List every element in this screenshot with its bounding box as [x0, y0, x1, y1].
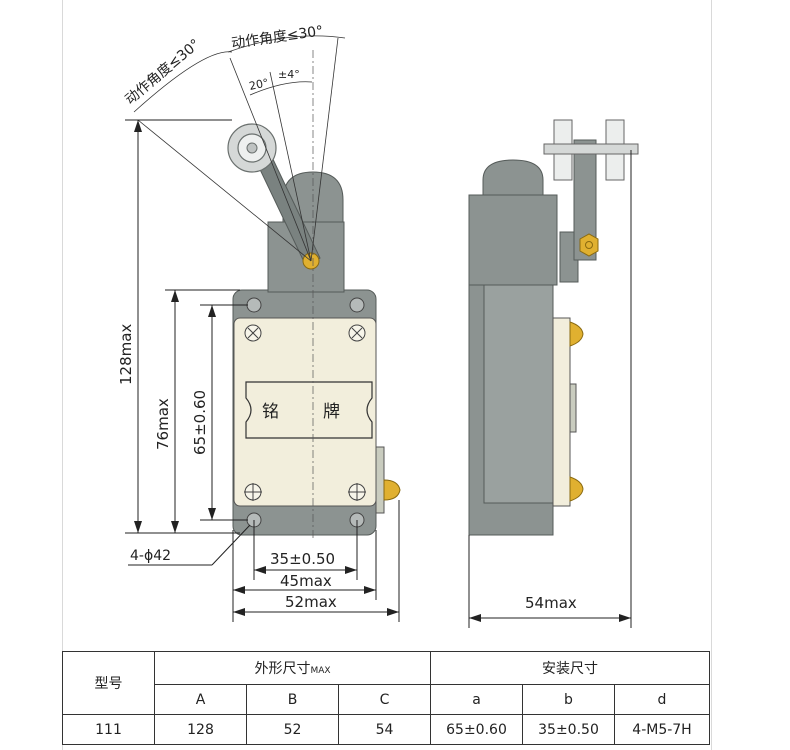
side-roller-axle [543, 143, 639, 155]
side-contact-plate [569, 383, 577, 433]
angle-center-label: 20° [248, 76, 270, 93]
mount-header: 安装尺寸 [430, 651, 710, 685]
front-view [227, 50, 401, 540]
table-row: 111 128 52 54 65±0.60 35±0.50 4-M5-7H [62, 714, 710, 745]
model-header: 型号 [62, 651, 155, 715]
cell-a: 65±0.60 [430, 714, 523, 745]
dim-54-label: 54max [525, 594, 577, 612]
angle-tol-label: ±4° [278, 68, 300, 81]
cover-screw-marks [244, 327, 366, 501]
cell-b: 35±0.50 [522, 714, 615, 745]
vertical-dimension-lines [125, 119, 248, 534]
dim-35-label: 35±0.50 [270, 550, 335, 568]
cell-C: 54 [338, 714, 431, 745]
nameplate-char-2: 牌 [323, 402, 340, 422]
nameplate-outline [245, 381, 373, 439]
side-cover-edge [552, 317, 571, 507]
outline-unit: MAX [310, 666, 331, 676]
dim-52-label: 52max [285, 593, 337, 611]
front-side-screw [383, 479, 401, 501]
side-contact-bottom [569, 476, 584, 502]
front-roller-axle [246, 142, 258, 154]
front-cover-plate [233, 317, 377, 507]
side-view [468, 119, 639, 536]
horizontal-dimension-lines [232, 500, 400, 622]
spec-table: 型号 外形尺寸MAX 安装尺寸 A B C a b d 111 128 52 5… [62, 651, 710, 745]
side-lever-arm [573, 139, 597, 261]
mount-hole-top-left [246, 297, 262, 313]
dim-45-label: 45max [280, 572, 332, 590]
col-header-a: a [430, 684, 523, 715]
col-header-b: b [522, 684, 615, 715]
technical-drawing: 动作角度≤30° 动作角度≤30° 20° ±4° 铭 牌 128max 76m… [117, 23, 639, 628]
cell-A: 128 [154, 714, 247, 745]
side-dome [482, 159, 544, 196]
side-recess [483, 284, 554, 504]
horizontal-dimension-arrows [233, 566, 399, 616]
dim-128-label: 128max [117, 324, 135, 385]
cell-B: 52 [246, 714, 339, 745]
outline-header: 外形尺寸MAX [154, 651, 431, 685]
col-header-B: B [246, 684, 339, 715]
vertical-dimension-arrows [134, 120, 216, 533]
dim-65-label: 65±0.60 [191, 390, 209, 455]
side-dimension-arrows [469, 614, 631, 622]
side-hex-nut-hole [585, 241, 593, 249]
right-border-line [711, 0, 712, 750]
left-border-line [62, 0, 63, 750]
side-contact-top [569, 321, 584, 347]
angle-left-label: 动作角度≤30° [122, 36, 203, 108]
mount-hole-top-right [349, 297, 365, 313]
cell-model: 111 [62, 714, 155, 745]
nameplate-char-1: 铭 [262, 402, 279, 422]
angle-right-label: 动作角度≤30° [230, 23, 324, 52]
col-header-d: d [614, 684, 710, 715]
dim-hole-label: 4-ϕ42 [130, 548, 171, 564]
col-header-A: A [154, 684, 247, 715]
hole-callout-line [128, 524, 251, 566]
cell-d: 4-M5-7H [614, 714, 710, 745]
side-hex-nut-icon [579, 233, 599, 257]
side-upper-block [468, 194, 558, 286]
dim-76-label: 76max [154, 398, 172, 450]
front-side-plate [375, 446, 385, 514]
side-dimension-lines [468, 150, 632, 628]
col-header-C: C [338, 684, 431, 715]
angle-lines [133, 35, 346, 262]
